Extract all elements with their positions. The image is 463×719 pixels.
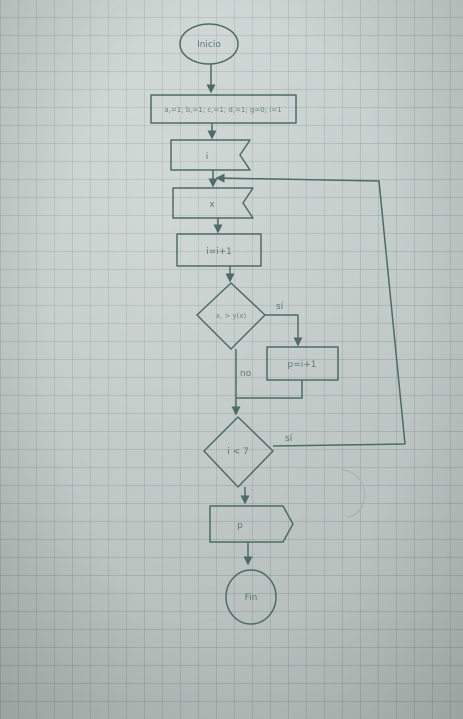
assign-box-1 xyxy=(176,233,262,267)
output-box xyxy=(209,505,294,543)
input-label-1: i xyxy=(206,152,209,162)
init-process-label: a,=1; b,=1; c,=1; d,=1; g=0; i=1 xyxy=(164,106,281,114)
input-box-2 xyxy=(172,187,254,219)
assign-label-2: p=i+1 xyxy=(287,360,316,370)
start-terminal xyxy=(179,23,239,65)
decision1-yes-label: sí xyxy=(276,302,284,312)
end-terminal xyxy=(225,569,277,625)
decision-label-2: i < 7 xyxy=(227,447,249,457)
start-label: Inicio xyxy=(197,40,221,50)
decision-diamond-2 xyxy=(203,416,274,488)
init-process-box xyxy=(150,94,297,124)
decision2-yes-label: sí xyxy=(285,434,293,444)
pencil-arc-mark xyxy=(342,469,365,518)
connector-assign2-to-merge xyxy=(236,380,303,399)
connector-decision2-loop-back xyxy=(215,173,406,447)
input-box-1 xyxy=(170,139,251,171)
decision-diamond-1 xyxy=(196,282,266,350)
end-label: Fin xyxy=(245,593,258,603)
decision1-no-label: no xyxy=(240,369,252,379)
output-label: p xyxy=(237,521,243,531)
decision-label-1: x, > y(x) xyxy=(216,312,247,320)
input-label-2: x xyxy=(209,200,215,210)
connector-decision1-yes xyxy=(265,314,303,347)
assign-label-1: i=i+1 xyxy=(206,247,232,257)
